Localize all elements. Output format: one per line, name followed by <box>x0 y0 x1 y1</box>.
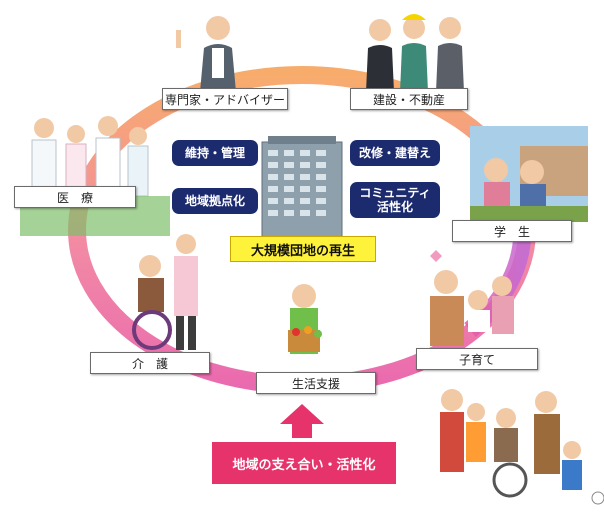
node-care: 介 護 <box>90 352 210 374</box>
node-medical: 医 療 <box>14 186 136 208</box>
tag-renovation: 改修・建替え <box>350 140 440 166</box>
center-title-text: 大規模団地の再生 <box>250 243 355 259</box>
node-expert: 専門家・アドバイザー <box>162 88 288 110</box>
node-student: 学 生 <box>452 220 572 242</box>
apartment-building-illustration <box>250 136 354 244</box>
tag-hub: 地域拠点化 <box>172 188 258 214</box>
tag-community: コミュニティ 活性化 <box>350 182 440 218</box>
node-life-support: 生活支援 <box>256 372 376 394</box>
expert-person-illustration <box>176 16 236 92</box>
node-construction-label: 建設・不動産 <box>372 92 445 107</box>
childcare-illustration <box>430 250 514 346</box>
tag-renovation-label: 改修・建替え <box>358 146 431 160</box>
node-life-support-label: 生活支援 <box>291 376 340 391</box>
construction-people-illustration <box>366 14 464 92</box>
node-care-label: 介 護 <box>131 356 168 371</box>
node-childcare: 子育て <box>416 348 538 370</box>
tag-maintenance: 維持・管理 <box>172 140 258 166</box>
caregiver-illustration <box>132 234 198 350</box>
tag-community-line2: 活性化 <box>376 200 413 214</box>
up-arrow-icon <box>280 404 324 438</box>
student-photo-illustration <box>470 126 588 222</box>
tag-maintenance-label: 維持・管理 <box>184 146 245 160</box>
center-title: 大規模団地の再生 <box>230 236 376 262</box>
node-childcare-label: 子育て <box>458 352 495 367</box>
tag-hub-label: 地域拠点化 <box>184 194 245 208</box>
node-construction: 建設・不動産 <box>350 88 468 110</box>
life-support-illustration <box>288 284 322 354</box>
tag-community-line1: コミュニティ <box>359 186 431 200</box>
bottom-message: 地域の支え合い・活性化 <box>212 442 396 484</box>
community-family-illustration <box>440 389 604 505</box>
node-expert-label: 専門家・アドバイザー <box>164 92 285 107</box>
node-student-label: 学 生 <box>493 224 530 239</box>
bottom-message-text: 地域の支え合い・活性化 <box>232 457 376 473</box>
node-medical-label: 医 療 <box>56 190 93 205</box>
